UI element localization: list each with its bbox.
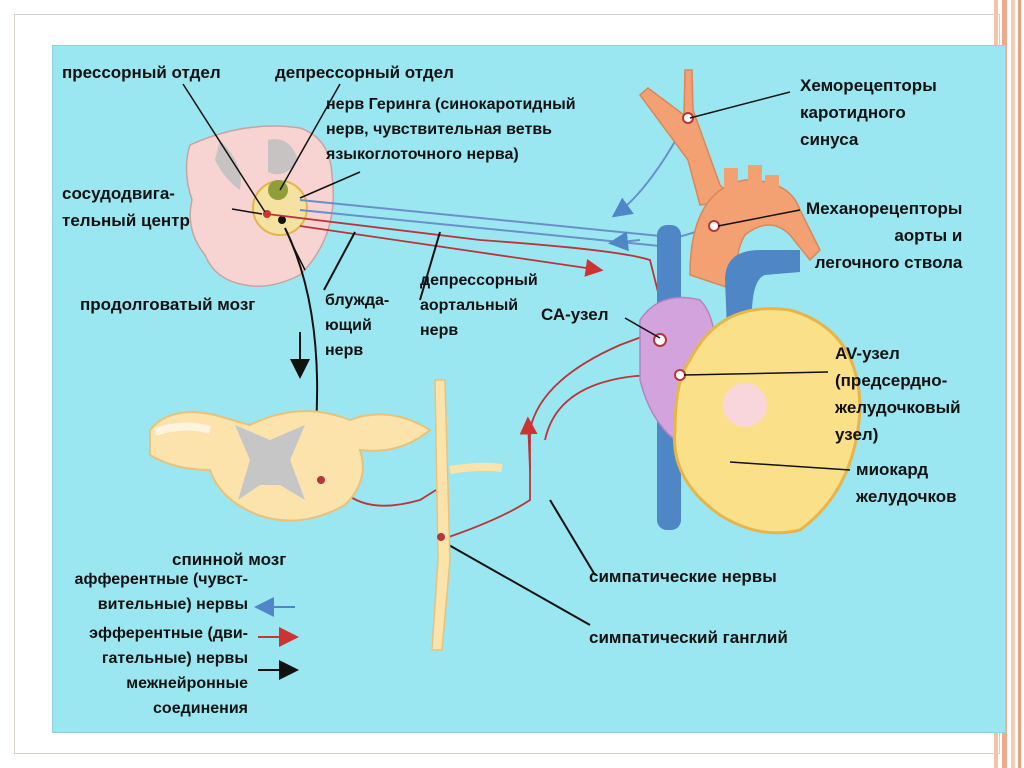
mechano-line-2: аорты и (894, 226, 963, 245)
medulla-section (185, 125, 335, 287)
av-line-1: AV-узел (835, 344, 900, 363)
legend-item-afferent: афферентные (чувст- вительные) нервы (58, 567, 248, 617)
legend-interneuron-line-1: межнейронные (126, 675, 248, 692)
chemo-line-2: каротидного (800, 103, 906, 122)
legend: афферентные (чувст- вительные) нервы эфф… (58, 567, 248, 721)
heart (639, 165, 862, 535)
mechanoreceptors-label: Механорецепторы аорты и легочного ствола (806, 195, 962, 276)
pressor-label: прессорный отдел (62, 63, 221, 82)
hering-line-2: нерв, чувствительная ветвь (326, 121, 552, 138)
chemoreceptors-label: Хеморецепторы каротидного синуса (800, 72, 937, 153)
legend-afferent-line-2: вительные) нервы (97, 596, 248, 613)
mechano-line-1: Механорецепторы (806, 199, 963, 218)
spinal-cord-label: спинной мозг (172, 550, 287, 569)
legend-item-efferent: эфферентные (дви- гательные) нервы (58, 621, 248, 671)
chemo-line-1: Хеморецепторы (800, 76, 937, 95)
carotid-artery (638, 69, 737, 206)
vasomotor-line-1: сосудодвига- (62, 184, 175, 203)
myocardium-line-2: желудочков (856, 487, 957, 506)
av-node-label: AV-узел (предсердно- желудочковый узел) (835, 340, 961, 448)
sympathetic-chain (431, 379, 503, 651)
myocardium-line-1: миокард (856, 460, 929, 479)
aortic-line-3: нерв (420, 322, 459, 339)
legend-item-interneuron: межнейронные соединения (58, 671, 248, 721)
legend-efferent-line-2: гательные) нервы (101, 650, 248, 667)
sympathetic-nerves-label: симпатические нервы (589, 567, 777, 586)
depressor-label: депрессорный отдел (275, 63, 454, 82)
av-line-3: желудочковый (835, 398, 961, 417)
sympathetic-ganglion-label: симпатический ганглий (589, 628, 788, 647)
vagus-nerve-label: блужда- ющий нерв (325, 288, 389, 363)
hering-nerve-label: нерв Геринга (синокаротидный нерв, чувст… (326, 92, 576, 167)
sa-node-label: СА-узел (541, 305, 609, 324)
chemo-line-3: синуса (800, 130, 859, 149)
vagus-line-1: блужда- (325, 292, 390, 309)
medulla-pointers (182, 83, 361, 271)
legend-interneuron-line-2: соединения (153, 700, 248, 717)
aortic-line-1: депрессорный (420, 272, 538, 289)
hering-line-1: нерв Геринга (синокаротидный (326, 96, 576, 113)
legend-afferent-line-1: афферентные (чувст- (74, 571, 248, 588)
aortic-nerve-label: депрессорный аортальный нерв (420, 268, 538, 343)
aortic-line-2: аортальный (420, 297, 519, 314)
vasomotor-line-2: тельный центр (62, 211, 190, 230)
vagus-line-2: ющий (325, 317, 372, 334)
mechano-line-3: легочного ствола (814, 253, 963, 272)
av-line-2: (предсердно- (835, 371, 948, 390)
av-line-4: узел) (835, 425, 879, 444)
heart-pointers (624, 91, 851, 471)
spinal-cord-section (149, 410, 432, 522)
myocardium-label: миокард желудочков (856, 456, 957, 510)
vasomotor-center-label: сосудодвига- тельный центр (62, 180, 190, 234)
legend-arrows (254, 597, 299, 680)
vagus-line-3: нерв (325, 342, 364, 359)
hering-line-3: языкоглоточного нерва) (326, 146, 519, 163)
legend-efferent-line-1: эфферентные (дви- (89, 625, 248, 642)
medulla-label: продолговатый мозг (80, 295, 256, 314)
